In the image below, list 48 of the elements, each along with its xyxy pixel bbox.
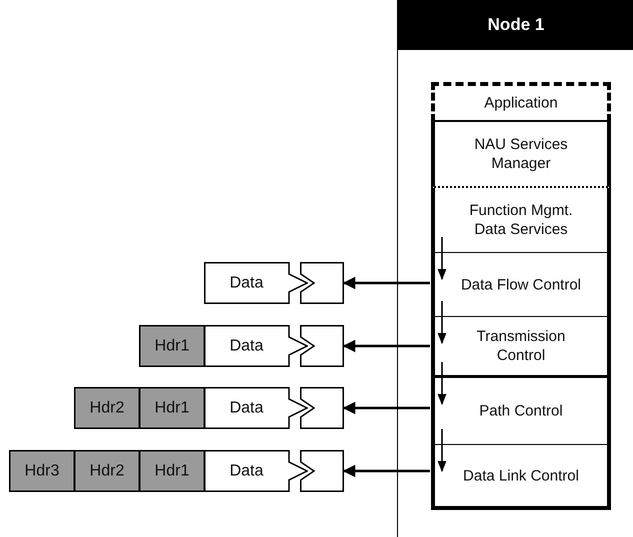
header-segment <box>9 450 75 492</box>
header-segment <box>74 450 140 492</box>
arrow <box>438 362 446 406</box>
header-label: Hdr2 <box>88 398 126 418</box>
segment-end-box <box>300 262 344 304</box>
layer-box <box>431 82 611 122</box>
layer-label: Data Link Control <box>462 466 580 485</box>
header-segment <box>74 387 140 429</box>
arrow <box>342 340 430 352</box>
layer-box <box>431 122 611 188</box>
segment-end-box <box>300 450 344 492</box>
layer-label: Transmission Control <box>476 327 566 365</box>
arrow <box>438 429 446 472</box>
layer-label: Data Flow Control <box>460 275 582 294</box>
data-label: Data <box>228 336 264 356</box>
data-label: Data <box>228 274 264 292</box>
data-label: Data <box>228 462 264 480</box>
data-segment <box>204 325 308 367</box>
arrow <box>438 237 446 280</box>
panel-header: Node 1 <box>398 0 633 50</box>
header-label: Hdr1 <box>154 398 190 418</box>
layer-box <box>431 445 611 510</box>
segment-end-box <box>300 325 344 367</box>
arrow <box>342 276 430 290</box>
data-label: Data <box>228 398 264 418</box>
layer-box <box>431 378 611 445</box>
data-segment <box>204 262 308 304</box>
layer-label: NAU Services Manager <box>473 135 569 173</box>
data-segment <box>204 450 308 492</box>
header-label: Hdr2 <box>88 462 126 480</box>
layer-box <box>431 317 611 378</box>
segment-end-box <box>300 387 344 429</box>
data-segment <box>204 387 308 429</box>
header-segment <box>139 387 205 429</box>
header-label: Hdr3 <box>24 462 60 480</box>
header-label: Hdr1 <box>154 462 190 480</box>
layer-box <box>431 188 611 253</box>
layer-label: Application <box>483 94 559 112</box>
arrow <box>342 402 430 414</box>
arrow <box>342 464 430 478</box>
node-panel <box>397 0 633 537</box>
header-segment <box>139 325 205 367</box>
header-segment <box>139 450 205 492</box>
layer-label: Function Mgmt. Data Services <box>468 201 574 239</box>
header-label: Hdr1 <box>154 336 190 356</box>
arrow <box>438 301 446 344</box>
layer-box <box>431 253 611 317</box>
layer-label: Path Control <box>478 402 564 420</box>
